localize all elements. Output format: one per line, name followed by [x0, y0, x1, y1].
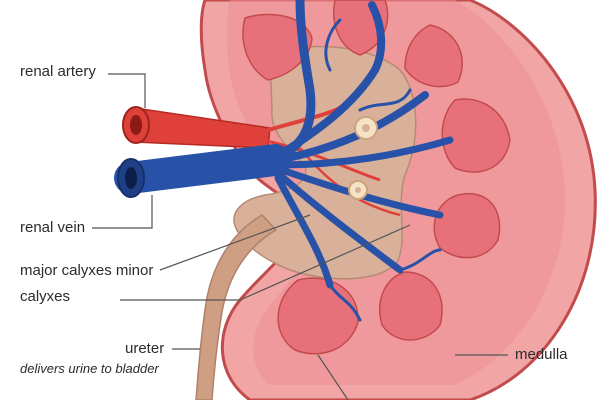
pyramid	[441, 98, 511, 173]
pyramid	[379, 271, 443, 341]
leader-renal-vein	[92, 195, 153, 229]
leader-major-calyxes	[159, 214, 311, 271]
ureter-note: delivers urine to bladder	[20, 361, 159, 376]
pyramid	[242, 13, 313, 81]
leader-minor-calyxes	[120, 224, 411, 301]
calyxes-label: calyxes	[20, 288, 71, 305]
renal-vein	[114, 0, 454, 322]
leader-lines	[92, 73, 508, 400]
renal-vein-lumen	[125, 167, 137, 189]
ureter-label: ureter	[125, 340, 165, 357]
major-calyxes-minor-label: major calyxes minor	[20, 262, 154, 279]
ureter-tube	[195, 214, 278, 400]
leader-bottom	[317, 354, 349, 400]
pyramid	[404, 24, 463, 88]
calyx-openings	[348, 116, 378, 200]
medullary-pyramids	[242, 0, 511, 355]
medulla-label: medulla	[515, 346, 568, 363]
pyramid	[433, 192, 501, 259]
renal-vein-label: renal vein	[20, 219, 86, 236]
renal-artery	[122, 103, 401, 217]
leader-renal-artery	[108, 73, 146, 108]
renal-artery-label: renal artery	[20, 63, 96, 80]
pyramid	[277, 277, 359, 355]
